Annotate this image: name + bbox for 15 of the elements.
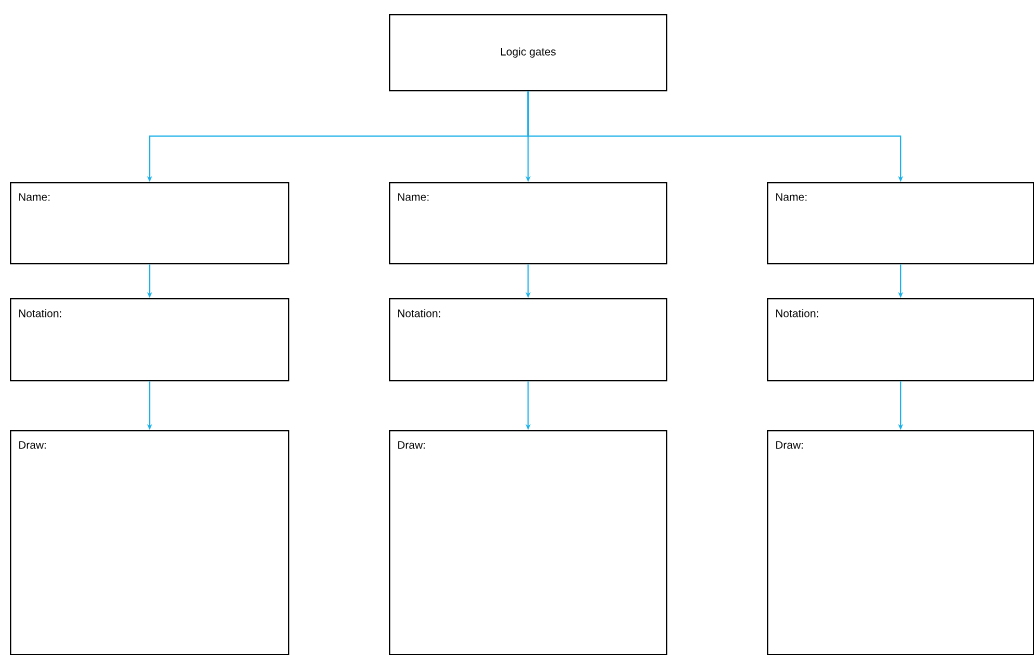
label-box: Draw: [767, 430, 1034, 655]
label-box: Notation: [10, 298, 290, 382]
arrow [898, 263, 904, 298]
arrow [147, 380, 153, 430]
label-box: Name: [10, 182, 290, 265]
arrow [527, 90, 904, 182]
label-box: Name: [767, 182, 1034, 265]
label-box: Notation: [767, 298, 1034, 382]
title-box: Logic gates [389, 14, 668, 92]
label-box: Draw: [10, 430, 290, 655]
arrow [147, 263, 153, 298]
arrow [898, 380, 904, 430]
label-box: Notation: [389, 298, 668, 382]
label-box: Draw: [389, 430, 668, 655]
label-box: Name: [389, 182, 668, 265]
